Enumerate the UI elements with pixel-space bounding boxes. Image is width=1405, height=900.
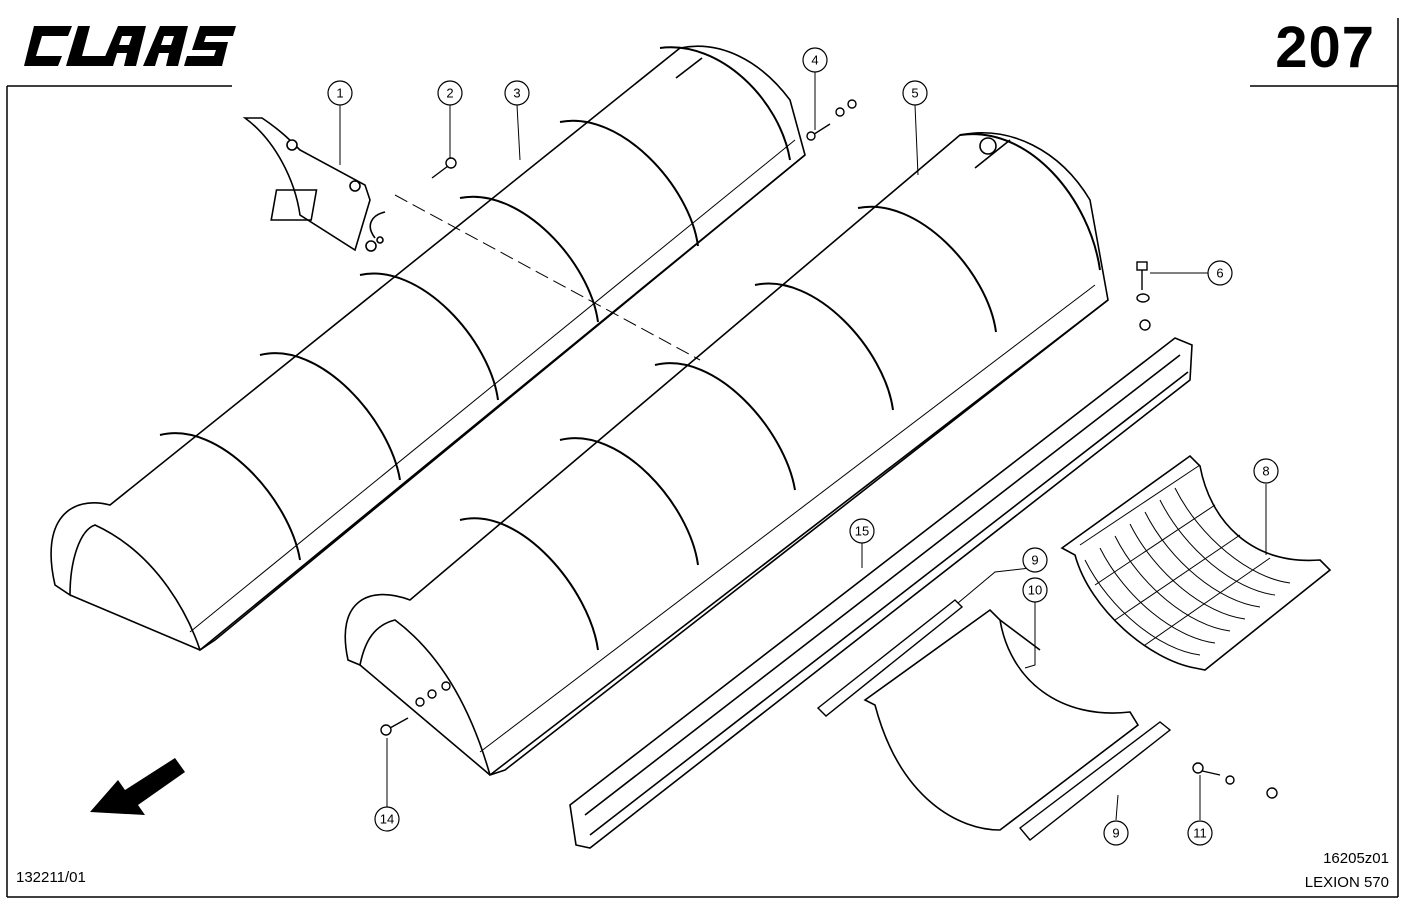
concave-segment-part-10 — [863, 608, 1140, 831]
callout-3: 3 — [504, 80, 530, 106]
callout-label: 1 — [336, 86, 343, 101]
support-rail-part-15 — [569, 337, 1193, 849]
document-code: 132211/01 — [16, 869, 86, 886]
callout-label: 5 — [911, 86, 918, 101]
bracket-part-1 — [242, 117, 386, 252]
page-number: 207 — [1275, 15, 1375, 80]
callout-label: 4 — [811, 53, 818, 68]
fasteners — [380, 99, 1278, 799]
callout-label: 9 — [1031, 553, 1038, 568]
strip-part-9-lower — [1018, 721, 1172, 841]
callout-1: 1 — [327, 80, 353, 106]
callout-11: 11 — [1187, 820, 1213, 846]
callout-label: 8 — [1262, 464, 1269, 479]
direction-arrow-icon — [90, 758, 185, 815]
callout-label: 10 — [1028, 583, 1042, 598]
callout-4: 4 — [802, 47, 828, 73]
callout-9-lower: 9 — [1103, 820, 1129, 846]
callout-9-upper: 9 — [1022, 547, 1048, 573]
callout-label: 14 — [380, 812, 394, 827]
callout-6: 6 — [1207, 260, 1233, 286]
callout-14: 14 — [374, 806, 400, 832]
callout-5: 5 — [902, 80, 928, 106]
claas-logo — [22, 22, 242, 70]
callout-label: 11 — [1193, 826, 1207, 841]
grate-part-8 — [1060, 454, 1332, 671]
callout-10: 10 — [1022, 577, 1048, 603]
callout-label: 3 — [513, 86, 520, 101]
callout-label: 15 — [855, 524, 869, 539]
model-name: LEXION 570 — [1304, 874, 1389, 891]
strip-part-9-upper — [816, 599, 964, 717]
callout-2: 2 — [437, 80, 463, 106]
callout-15: 15 — [849, 518, 875, 544]
callout-label: 6 — [1216, 266, 1223, 281]
alignment-line — [394, 194, 701, 361]
cover-upper-part-3 — [50, 45, 806, 652]
callout-label: 2 — [446, 86, 453, 101]
drawing-id: 16205z01 — [1323, 850, 1389, 867]
cover-lower-part-5 — [344, 132, 1109, 777]
callout-label: 9 — [1112, 826, 1119, 841]
callout-8: 8 — [1253, 458, 1279, 484]
leader-lines — [339, 72, 1267, 821]
